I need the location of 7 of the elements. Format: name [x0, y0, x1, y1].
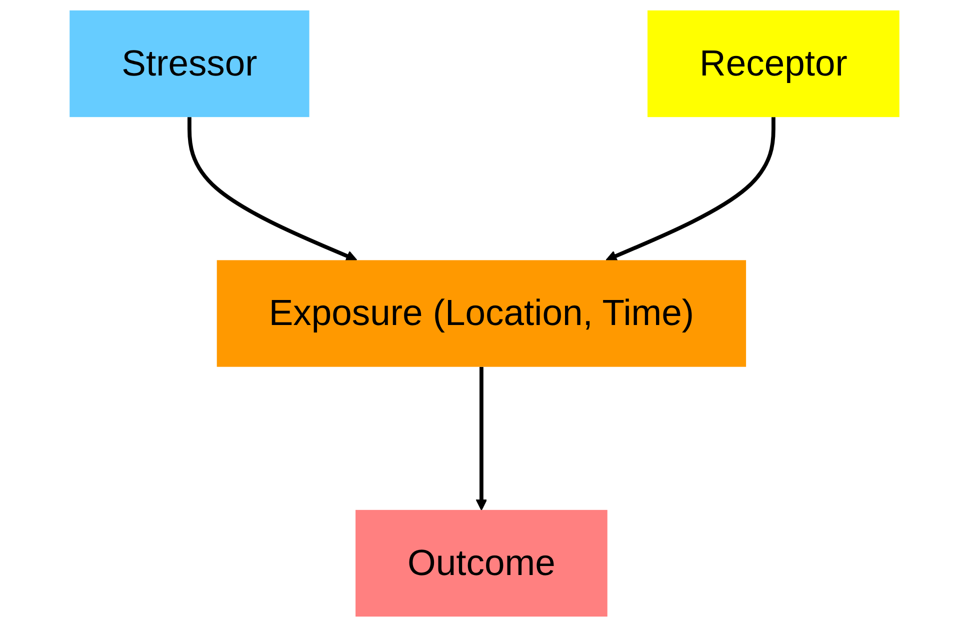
node-box: Receptor — [648, 10, 900, 118]
node-box: Outcome — [356, 510, 608, 617]
arrow — [188, 117, 358, 262]
node-box: Stressor — [70, 10, 310, 118]
arrow — [606, 117, 776, 262]
node-box: Exposure (Location, Time) — [216, 260, 746, 367]
arrow — [476, 366, 488, 510]
